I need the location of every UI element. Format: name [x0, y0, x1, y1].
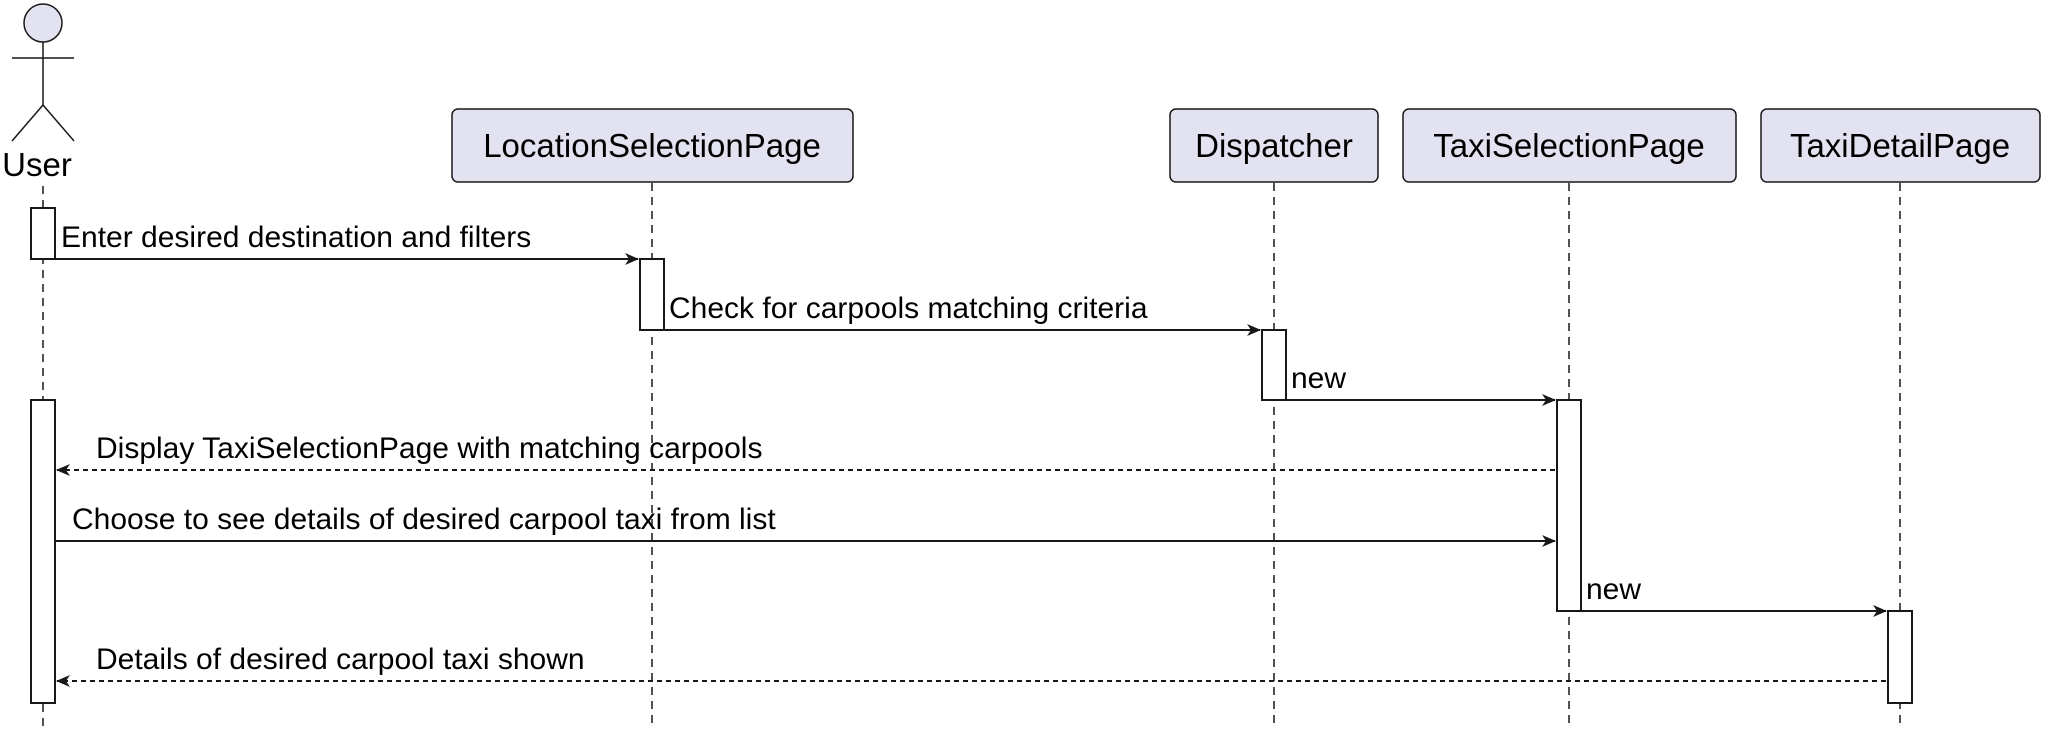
activation-dispatcher: [1261, 329, 1287, 401]
message-label-7: Details of desired carpool taxi shown: [96, 643, 585, 676]
message-label-2: Check for carpools matching criteria: [669, 292, 1148, 325]
activation-user-1: [30, 207, 56, 260]
message-7: Details of desired carpool taxi shown: [56, 643, 1886, 687]
actor-figure-icon: [11, 3, 75, 142]
actor-user: User: [2, 3, 75, 183]
participant-label-dispatcher: Dispatcher: [1195, 127, 1353, 164]
activation-taxi-selection: [1556, 399, 1582, 612]
message-label-3: new: [1291, 362, 1346, 395]
participant-label-taxi-detail: TaxiDetailPage: [1790, 127, 2010, 164]
activations: [30, 207, 1913, 704]
message-2: Check for carpools matching criteria: [664, 292, 1261, 336]
activation-location: [639, 258, 665, 331]
participant-label-taxi-selection: TaxiSelectionPage: [1433, 127, 1705, 164]
participant-taxi-selection: TaxiSelectionPage: [1402, 108, 1737, 183]
actor-label-user: User: [2, 146, 72, 183]
message-label-6: new: [1586, 573, 1641, 606]
participant-dispatcher: Dispatcher: [1169, 108, 1379, 183]
message-6: new: [1581, 573, 1887, 617]
message-label-5: Choose to see details of desired carpool…: [72, 503, 776, 536]
message-5: Choose to see details of desired carpool…: [55, 503, 1556, 547]
activation-taxi-detail: [1887, 610, 1913, 704]
participant-label-location: LocationSelectionPage: [483, 127, 821, 164]
message-4: Display TaxiSelectionPage with matching …: [56, 432, 1555, 476]
participant-taxi-detail: TaxiDetailPage: [1760, 108, 2041, 183]
message-3: new: [1286, 362, 1556, 406]
message-label-1: Enter desired destination and filters: [61, 221, 531, 254]
participant-location: LocationSelectionPage: [451, 108, 854, 183]
message-1: Enter desired destination and filters: [55, 221, 639, 265]
activation-user-2: [30, 399, 56, 704]
message-label-4: Display TaxiSelectionPage with matching …: [96, 432, 762, 465]
